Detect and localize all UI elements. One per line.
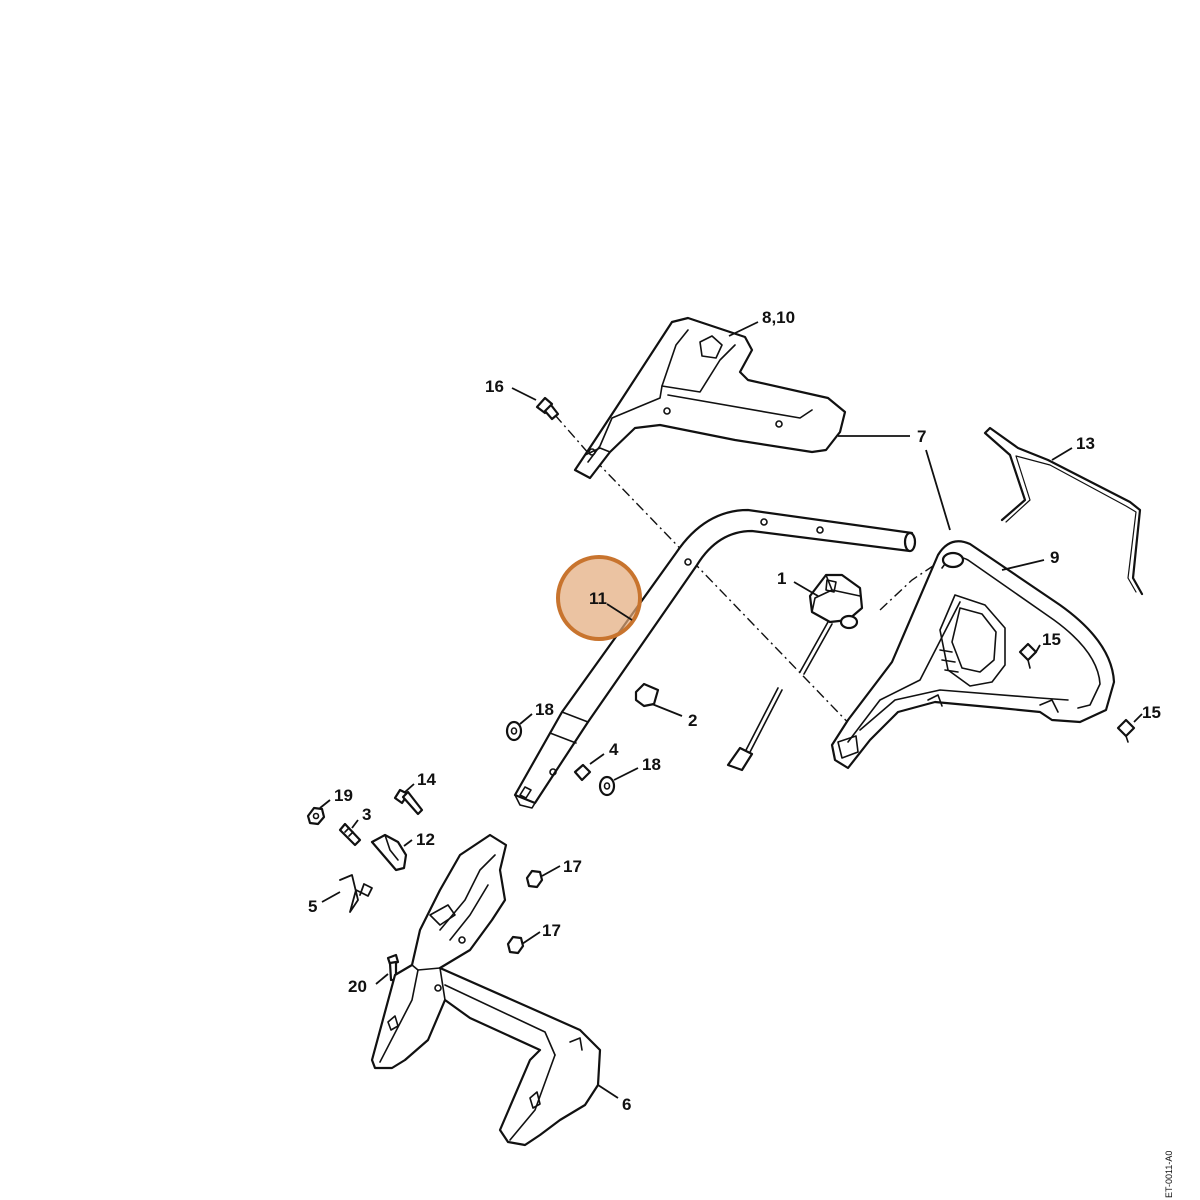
bolt-part (386, 953, 400, 982)
callout-9[interactable]: 9 (1050, 548, 1059, 567)
screw-part (535, 396, 560, 421)
callout-17[interactable]: 17 (542, 921, 561, 940)
callout-15[interactable]: 15 (1142, 703, 1161, 722)
callout-11[interactable]: 11 (589, 589, 607, 608)
callout-2[interactable]: 2 (688, 711, 697, 730)
lower-frame-part (370, 833, 602, 1147)
threaded-pin-part (338, 822, 362, 847)
callout-6[interactable]: 6 (622, 1095, 631, 1114)
callout-20[interactable]: 20 (348, 977, 367, 996)
callout-14[interactable]: 14 (417, 770, 436, 789)
screw-part (1018, 642, 1136, 743)
callout-18[interactable]: 18 (535, 700, 554, 719)
nut-part (306, 806, 326, 826)
wire-bail-part (983, 426, 1144, 596)
callout-1[interactable]: 1 (777, 569, 786, 588)
callout-16[interactable]: 16 (485, 377, 504, 396)
callout-3[interactable]: 3 (362, 805, 371, 824)
lever-part (370, 833, 408, 872)
highlight-marker[interactable] (556, 555, 642, 641)
callout-labels: 8,10 16 7 13 9 1 11 15 15 2 18 4 18 19 1… (308, 308, 1161, 1114)
bolt-part (393, 788, 424, 816)
callout-5[interactable]: 5 (308, 897, 317, 916)
upper-cover-part (573, 316, 847, 480)
callout-8-10[interactable]: 8,10 (762, 308, 795, 327)
control-handle-part (830, 540, 1116, 770)
handle-bar-part (513, 508, 917, 809)
nut-part (506, 869, 544, 955)
callout-12[interactable]: 12 (416, 830, 435, 849)
leader-lines (319, 321, 1143, 1099)
reference-code: ET-0011-A0 (1164, 1151, 1174, 1198)
callout-18[interactable]: 18 (642, 755, 661, 774)
callout-19[interactable]: 19 (334, 786, 353, 805)
washer-part (505, 720, 616, 797)
callout-7[interactable]: 7 (917, 427, 926, 446)
spring-part (339, 874, 373, 913)
pin-part (573, 763, 592, 782)
callout-13[interactable]: 13 (1076, 434, 1095, 453)
switch-part (726, 573, 864, 772)
callout-4[interactable]: 4 (609, 740, 619, 759)
callout-17[interactable]: 17 (563, 857, 582, 876)
block-part (634, 682, 660, 708)
callout-15[interactable]: 15 (1042, 630, 1061, 649)
